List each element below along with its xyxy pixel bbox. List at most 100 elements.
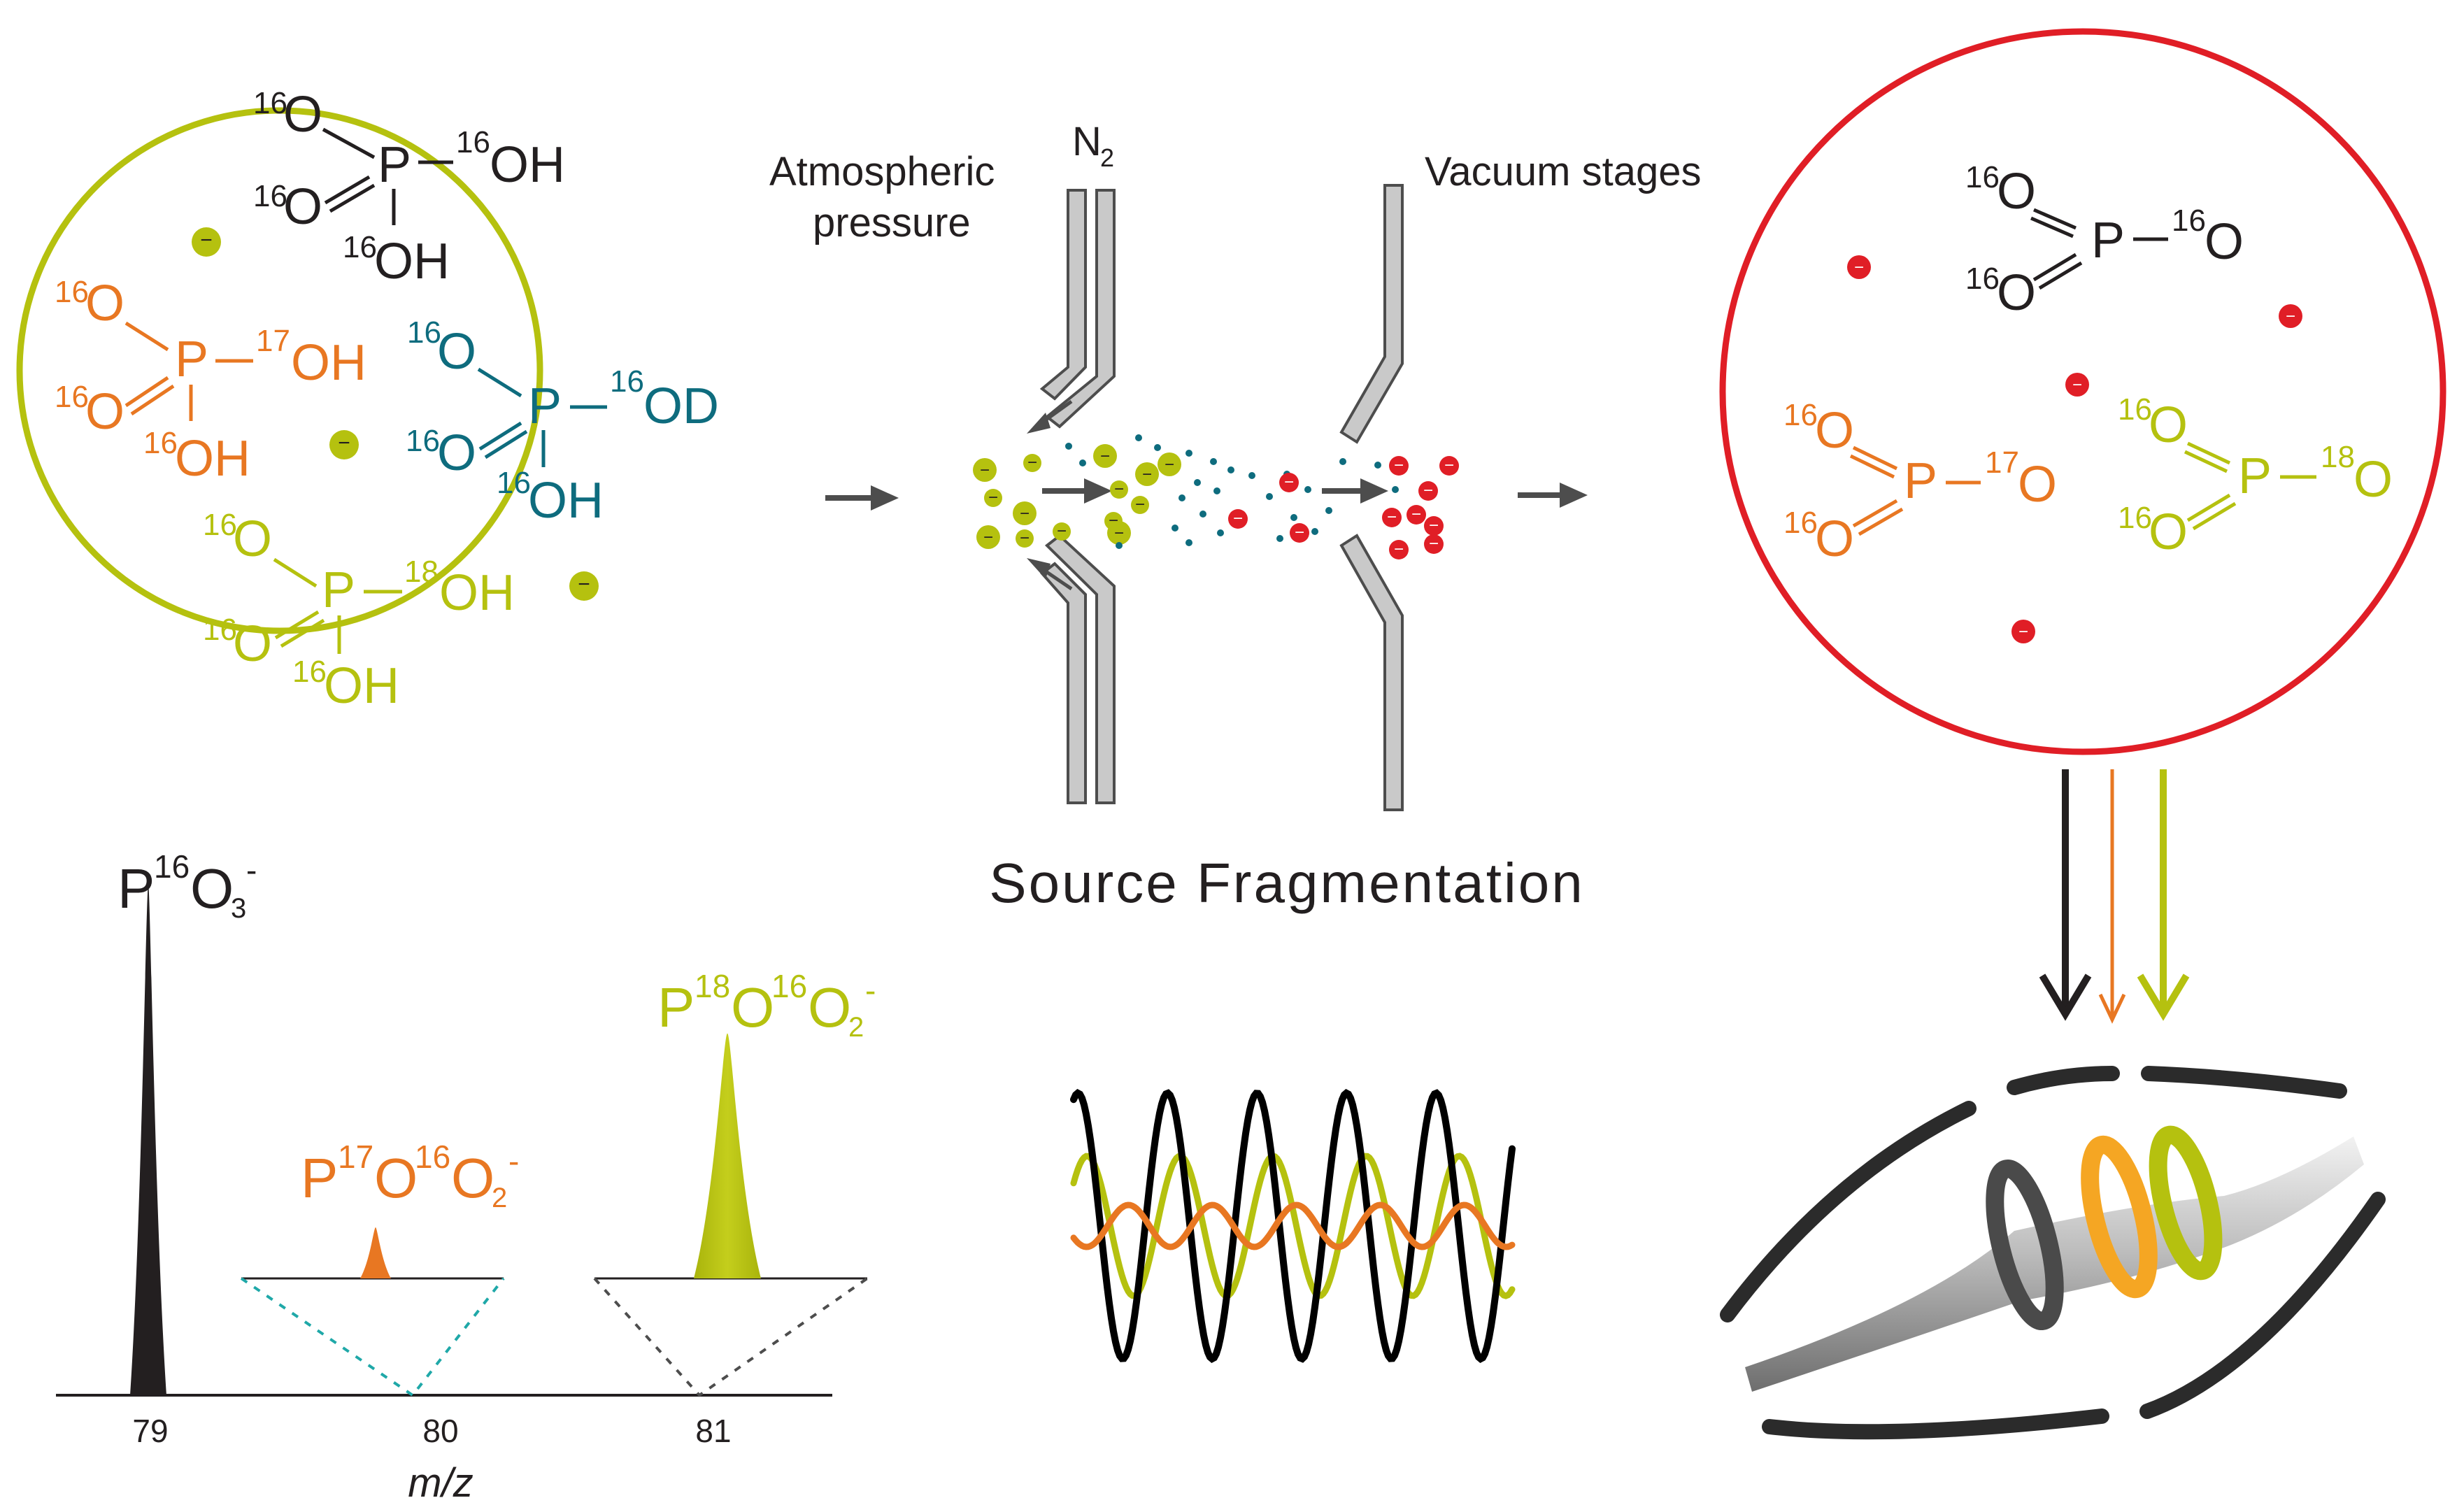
svg-text:18: 18 [695,968,730,1004]
svg-text:O: O [374,1147,418,1209]
ion-beam-red: − − − − − − − − − − − [1228,456,1459,559]
svg-text:O: O [85,384,124,440]
tick-label-81: 81 [695,1413,731,1449]
down-arrows [2039,769,2190,1024]
svg-text:P: P [528,378,562,434]
svg-text:16: 16 [253,86,287,120]
svg-text:OH: OH [374,234,450,290]
svg-text:−: − [1295,523,1304,542]
svg-text:16: 16 [2172,204,2206,238]
svg-text:16: 16 [1965,262,2000,296]
wave-orange [1070,1201,1516,1250]
svg-text:O: O [437,324,476,380]
svg-text:-: - [508,1143,519,1179]
svg-text:−: − [1114,480,1124,499]
pressure-label: pressure [813,200,971,245]
svg-text:−: − [1444,456,1454,475]
fragment-green: 16 O P 18 O 16 O [2118,392,2393,560]
svg-text:P: P [117,857,155,920]
svg-text:16: 16 [2118,501,2152,535]
svg-text:O: O [233,616,272,672]
svg-text:−: − [1284,473,1294,492]
svg-text:3: 3 [231,893,246,924]
svg-text:17: 17 [256,324,290,358]
svg-text:P: P [175,331,208,387]
n2-label: N [1072,119,1102,164]
svg-text:−: − [1020,529,1030,548]
svg-text:16: 16 [456,125,490,159]
svg-text:16: 16 [1783,398,1818,432]
molecule-black: 16 O P 16 OH 16 O 16 OH [253,86,565,290]
svg-text:O: O [1997,265,2036,321]
svg-text:O: O [283,87,322,143]
molecule-teal: 16 O P 16 OD 16 O 16 OH [406,315,719,529]
neutral-dots-teal [1065,434,1399,549]
svg-text:O: O [2205,214,2244,270]
fragment-black: 16 O P 16 O 16 O [1965,160,2244,321]
gas-flow-arrows [1027,399,1073,591]
svg-text:−: − [2072,376,2082,394]
svg-text:16: 16 [497,466,531,500]
svg-text:16: 16 [343,230,377,264]
svg-text:OH: OH [439,565,515,621]
svg-text:P: P [657,976,695,1039]
svg-text:P: P [2091,213,2125,269]
svg-text:−: − [1114,524,1124,543]
svg-text:18: 18 [2321,440,2355,474]
svg-text:O: O [2149,397,2188,453]
svg-text:2: 2 [848,1012,864,1043]
svg-text:P: P [378,137,411,193]
svg-text:−: − [338,432,350,455]
svg-text:16: 16 [610,364,644,399]
svg-text:−: − [1233,509,1243,528]
svg-text:−: − [1394,540,1404,559]
svg-text:O: O [190,857,234,920]
orbitrap-trap [1720,1066,2386,1440]
svg-text:17: 17 [338,1139,373,1175]
peak-79 [130,885,166,1395]
svg-text:−: − [2286,307,2295,326]
x-axis-label: m/z [408,1460,473,1506]
anion-dots-red: − − − − [1847,255,2302,643]
svg-text:16: 16 [406,424,440,458]
flow-arrow-right [1518,483,1588,508]
svg-text:O: O [283,179,322,235]
svg-text:16: 16 [1965,160,2000,194]
svg-text:O: O [1815,403,1854,459]
fragment-orange: 16 O P 17 O 16 O [1783,398,2057,567]
svg-text:16: 16 [143,426,178,460]
svg-text:16: 16 [203,613,237,647]
svg-text:O: O [2018,457,2057,513]
tick-label-79: 79 [132,1413,168,1449]
svg-text:−: − [1020,504,1030,523]
mass-spectrum: 79 80 81 m/z P 16 O 3 - P 17 O 16 O 2 - … [56,848,876,1506]
svg-text:O: O [1997,164,2036,220]
svg-text:16: 16 [55,275,89,309]
svg-text:16: 16 [203,508,237,542]
zoom-lines-81 [593,1277,869,1397]
svg-text:−: − [200,229,213,252]
svg-text:O: O [731,976,774,1039]
svg-text:−: − [1165,455,1174,474]
flow-arrow-left [825,485,899,511]
svg-text:16: 16 [407,315,441,350]
svg-text:−: − [983,528,993,547]
svg-text:−: − [1411,505,1421,524]
svg-text:16: 16 [292,655,327,689]
tick-label-80: 80 [422,1413,458,1449]
svg-text:P: P [301,1147,338,1209]
svg-text:O: O [437,425,476,481]
atmospheric-label: Atmospheric [769,149,995,194]
svg-text:17: 17 [1985,445,2019,480]
svg-text:P: P [2238,448,2272,504]
svg-text:18: 18 [404,555,439,589]
svg-text:O: O [233,511,272,567]
capillary-plates [1039,184,1404,811]
svg-text:OH: OH [528,473,604,529]
svg-text:O: O [808,976,851,1039]
molecule-green: 16 O P 18 OH 16 O 16 OH [203,508,515,714]
svg-text:2: 2 [492,1183,507,1213]
svg-text:OH: OH [324,658,399,714]
svg-text:−: − [988,488,998,507]
